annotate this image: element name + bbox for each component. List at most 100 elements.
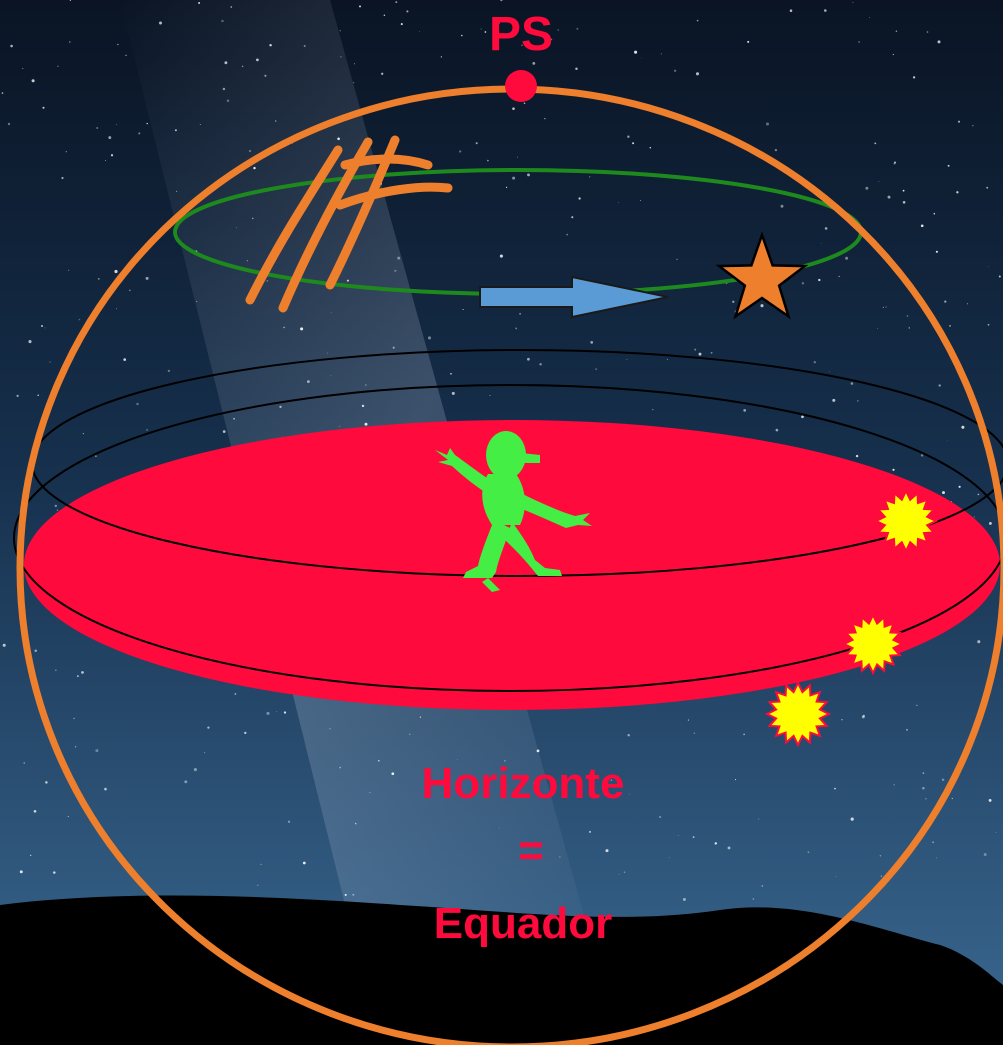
background-star [895,30,898,33]
background-star [82,432,85,435]
background-star [902,201,906,204]
background-star [419,716,422,718]
background-star [487,159,489,162]
background-star [578,197,581,200]
background-star [114,269,118,274]
background-star [500,0,503,2]
background-star [820,242,822,244]
background-star [409,733,411,735]
background-star [571,216,574,219]
background-star [829,370,830,372]
background-star [824,9,827,12]
background-star [936,857,938,859]
background-star [676,258,678,260]
background-star [330,375,332,377]
background-star [392,346,395,349]
background-star [364,384,367,386]
background-star [874,142,877,145]
background-star [330,312,332,314]
background-star [801,281,805,285]
background-star [983,852,987,857]
background-star [780,204,784,208]
background-star [838,275,840,277]
background-star [575,67,578,70]
background-star [660,53,662,55]
background-star [692,836,695,839]
background-star [260,863,262,865]
background-star [988,798,992,802]
background-star [589,830,591,833]
background-star [246,260,249,262]
background-star [935,250,938,253]
background-star [184,780,188,784]
background-star [892,468,895,471]
background-star [629,793,631,795]
background-star [95,749,99,753]
background-star [857,400,859,402]
background-star [832,398,836,402]
parallel-circle-lower [13,384,1003,692]
horizon-label-line2: = [518,826,544,875]
background-star [283,711,287,714]
background-star [714,842,717,845]
background-star [462,308,464,311]
background-star [496,21,500,25]
horizon-label-line3: Equador [434,899,612,948]
hill-silhouette [0,895,1003,1045]
background-star [34,649,37,653]
background-star [912,76,916,79]
background-star [544,118,546,120]
background-star [532,62,536,65]
background-star [668,857,670,858]
background-star [632,142,635,145]
background-star [966,303,968,305]
background-star [327,352,329,354]
background-star [199,124,201,126]
background-star [427,336,432,340]
background-star [512,176,516,180]
background-star [346,279,349,282]
background-star [882,306,884,308]
background-star [512,107,515,111]
background-star [33,810,37,813]
background-star [902,189,905,192]
background-star [957,120,961,123]
background-star [758,818,760,820]
background-star [329,728,331,730]
background-star [302,861,306,865]
background-star [880,875,883,877]
background-star [95,455,97,457]
background-star [244,731,247,735]
background-star [241,65,244,68]
background-star [925,797,927,800]
background-star [652,408,654,411]
background-star [499,254,503,258]
background-star [807,851,810,854]
background-star [766,122,769,126]
background-star [727,846,731,850]
background-star [97,278,100,280]
background-star [440,56,443,58]
background-star [527,357,530,361]
background-star [339,30,341,32]
background-star [852,1,854,3]
background-star [576,27,579,30]
background-star [23,762,25,764]
background-star [125,54,127,57]
background-star [835,875,837,877]
background-star [922,787,925,790]
background-star [595,368,597,370]
background-star [283,326,285,329]
background-star [519,312,522,315]
background-star [276,711,277,712]
background-star [222,87,226,91]
background-star [61,176,64,180]
background-star [942,491,945,495]
background-star [196,301,198,303]
background-star [850,817,854,821]
background-star [354,822,357,825]
background-star [54,504,58,508]
background-star [523,102,526,104]
background-star [450,372,452,375]
background-star [128,289,131,292]
